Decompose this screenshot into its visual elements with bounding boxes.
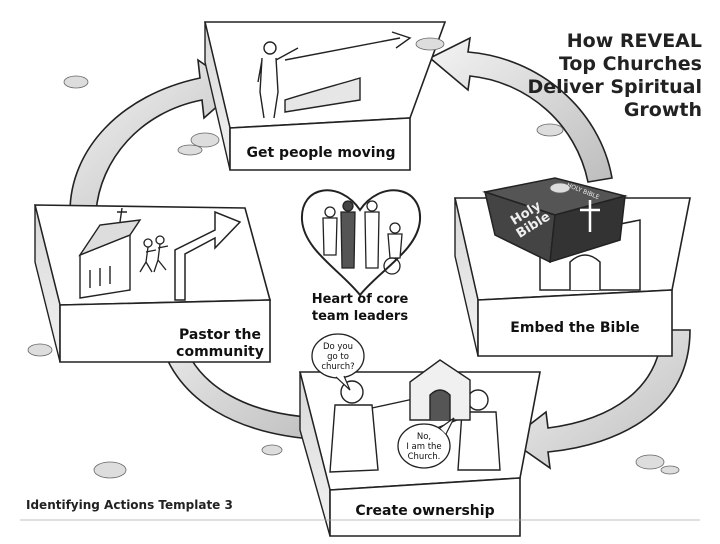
title-line-1: How REVEAL (566, 30, 702, 52)
label-heart-of-core-team: Heart of core team leaders (300, 291, 420, 325)
node-right-box (453, 177, 691, 357)
footer-template-label: Identifying Actions Template 3 (26, 498, 233, 512)
question-line-2: go to (327, 352, 349, 362)
church-icon (78, 207, 142, 299)
title-line-2: Top Churches (558, 53, 702, 75)
diagram-title: How REVEAL Top Churches Deliver Spiritua… (522, 30, 702, 122)
person-pointing-illustration (257, 31, 412, 119)
people-walking-illustration (139, 235, 169, 273)
question-bubble-text: Do you go to church? (314, 342, 362, 372)
heart-icon (300, 189, 422, 297)
rock-decorations (27, 37, 680, 479)
arrow-right-to-bottom (508, 329, 691, 470)
answer-line-2: I am the (406, 442, 442, 452)
speech-bubble-answer (397, 417, 455, 469)
node-left-box (33, 204, 272, 363)
label-embed-the-bible: Embed the Bible (510, 320, 640, 336)
label-pastor-the-community: Pastor the community (150, 327, 290, 361)
label-pastor-line-1: Pastor the (179, 327, 261, 343)
title-line-3: Deliver Spiritual (527, 76, 702, 98)
speech-bubble-question (311, 333, 365, 391)
node-top-box (203, 21, 447, 171)
two-people-illustration (329, 359, 501, 473)
label-heart-line-1: Heart of core (311, 292, 409, 307)
label-create-ownership: Create ownership (355, 503, 495, 519)
team-leaders-illustration (322, 200, 403, 275)
arrow-top-to-right (428, 36, 613, 183)
question-line-1: Do you (322, 342, 354, 352)
answer-line-3: Church. (407, 452, 441, 462)
growth-arrow-shape (174, 210, 242, 301)
label-pastor-line-2: community (176, 344, 264, 360)
label-get-people-moving: Get people moving (246, 145, 396, 161)
bible-church-illustration (482, 177, 641, 291)
question-line-3: church? (321, 362, 355, 372)
label-heart-line-2: team leaders (311, 309, 409, 324)
answer-bubble-text: No, I am the Church. (400, 432, 448, 462)
answer-line-1: No, (416, 432, 432, 442)
title-line-4: Growth (623, 99, 702, 121)
cross-icon (580, 200, 600, 232)
